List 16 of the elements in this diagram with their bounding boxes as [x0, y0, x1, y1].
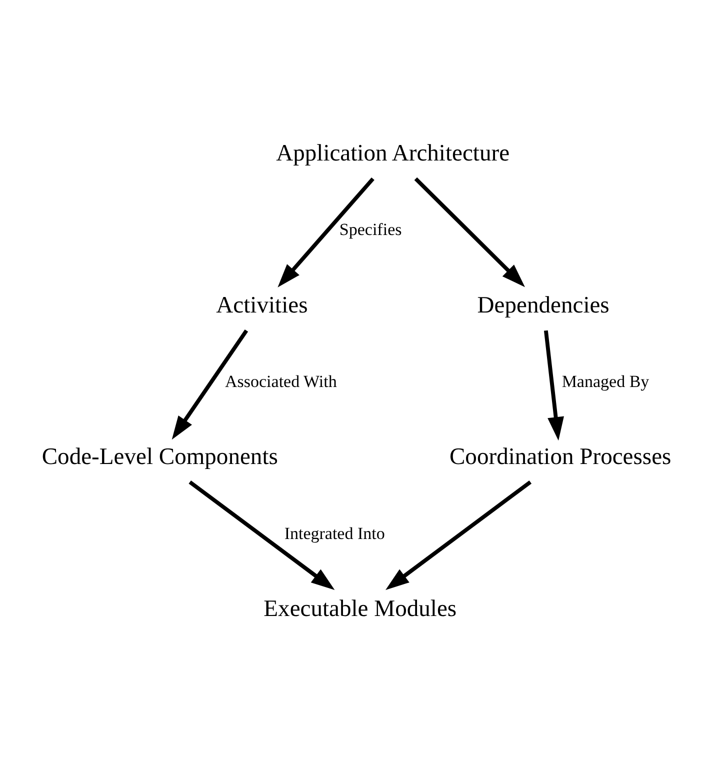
node-text: Application Architecture: [276, 140, 510, 166]
arrow: [544, 330, 564, 440]
arrow: [386, 480, 532, 590]
node-text: Executable Modules: [264, 595, 457, 622]
edge-label: Specifies: [339, 220, 402, 239]
edge-label: Associated With: [225, 371, 337, 390]
arrow: [414, 176, 525, 287]
edge-label: Managed By: [562, 371, 650, 390]
arrow: [278, 176, 374, 287]
node-text: Coordination Processes: [449, 444, 672, 470]
node-text: Activities: [216, 292, 308, 318]
node-text: Code-Level Components: [42, 444, 278, 470]
arrow: [172, 328, 248, 440]
node-text: Dependencies: [477, 292, 610, 318]
arrow: [188, 480, 335, 590]
edge-label: Integrated Into: [284, 523, 385, 542]
